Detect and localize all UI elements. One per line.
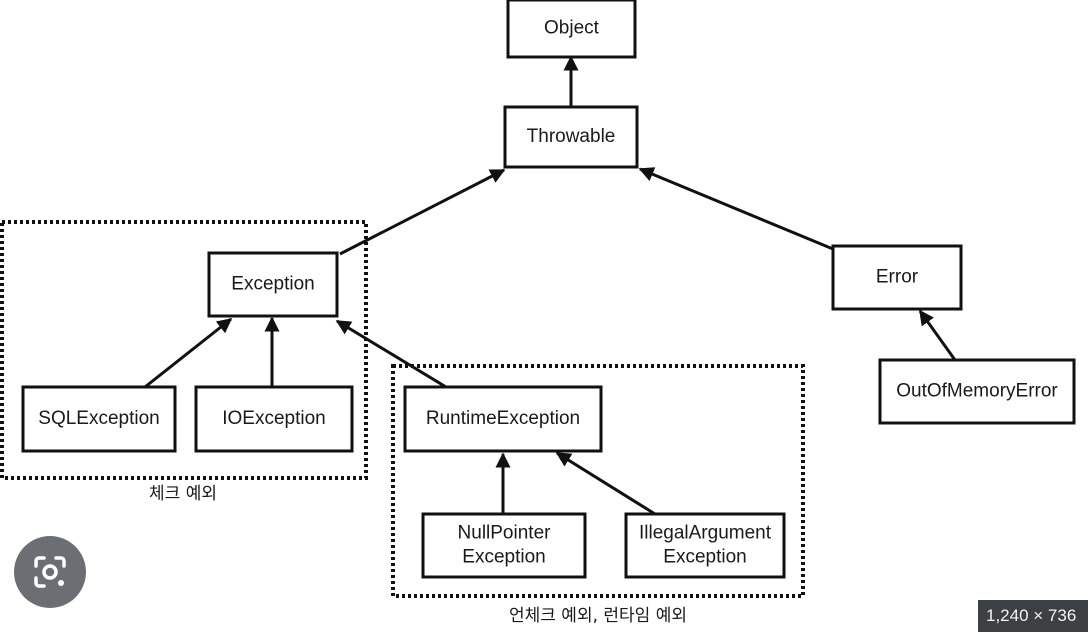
node-outofmemoryerror: OutOfMemoryError: [878, 358, 1076, 425]
node-nullpointer-label-2: Exception: [462, 547, 545, 568]
node-exception-box: [207, 251, 339, 318]
node-illegalargument-label-2: Exception: [663, 547, 746, 568]
node-runtimeexception-label: RuntimeException: [426, 408, 580, 429]
google-lens-button[interactable]: [14, 536, 86, 608]
camera-search-icon: [34, 556, 66, 588]
node-runtimeexception: RuntimeException: [403, 385, 603, 453]
node-runtimeexception-box: [403, 385, 603, 453]
node-ioexception: IOException: [194, 385, 354, 453]
edge-outofmemoryerror-error: [918, 309, 957, 361]
node-nullpointer-box: [421, 512, 587, 579]
node-object: Object: [506, 0, 637, 59]
node-exception-label: Exception: [231, 274, 314, 295]
node-outofmemoryerror-label: OutOfMemoryError: [896, 381, 1058, 402]
node-throwable-box: [503, 105, 639, 169]
edge-exception-throwable: [339, 168, 506, 256]
node-ioexception-box: [194, 385, 354, 453]
edge-illegalargument-runtimeexception: [555, 451, 656, 516]
node-sqlexception-label: SQLException: [38, 408, 159, 429]
image-size-badge: 1,240 × 736: [978, 600, 1088, 632]
node-throwable: Throwable: [503, 105, 639, 169]
node-nullpointer-label-1: NullPointer: [458, 523, 552, 544]
edge-error-throwable: [638, 167, 834, 251]
node-sqlexception-box: [21, 385, 177, 453]
node-illegalargument-label-1: IllegalArgument: [639, 523, 772, 544]
node-illegalargument-box: [624, 512, 786, 579]
node-sqlexception: SQLException: [21, 385, 177, 453]
group-unchecked-box: [391, 364, 805, 598]
node-ioexception-label: IOException: [222, 408, 326, 429]
group-checked-label: 체크 예외: [149, 484, 217, 504]
node-error: Error: [831, 244, 963, 311]
node-outofmemoryerror-box: [878, 358, 1076, 425]
group-unchecked-label: 언체크 예외, 런타임 예외: [509, 606, 687, 626]
node-error-box: [831, 244, 963, 311]
node-exception: Exception: [207, 251, 339, 318]
node-throwable-label: Throwable: [527, 126, 616, 147]
node-object-box: [506, 0, 637, 59]
node-object-label: Object: [544, 18, 600, 39]
group-checked-box: [0, 220, 368, 480]
edge-runtimeexception-exception: [335, 319, 447, 389]
edge-sqlexception-exception: [144, 317, 233, 389]
node-error-label: Error: [876, 267, 919, 288]
